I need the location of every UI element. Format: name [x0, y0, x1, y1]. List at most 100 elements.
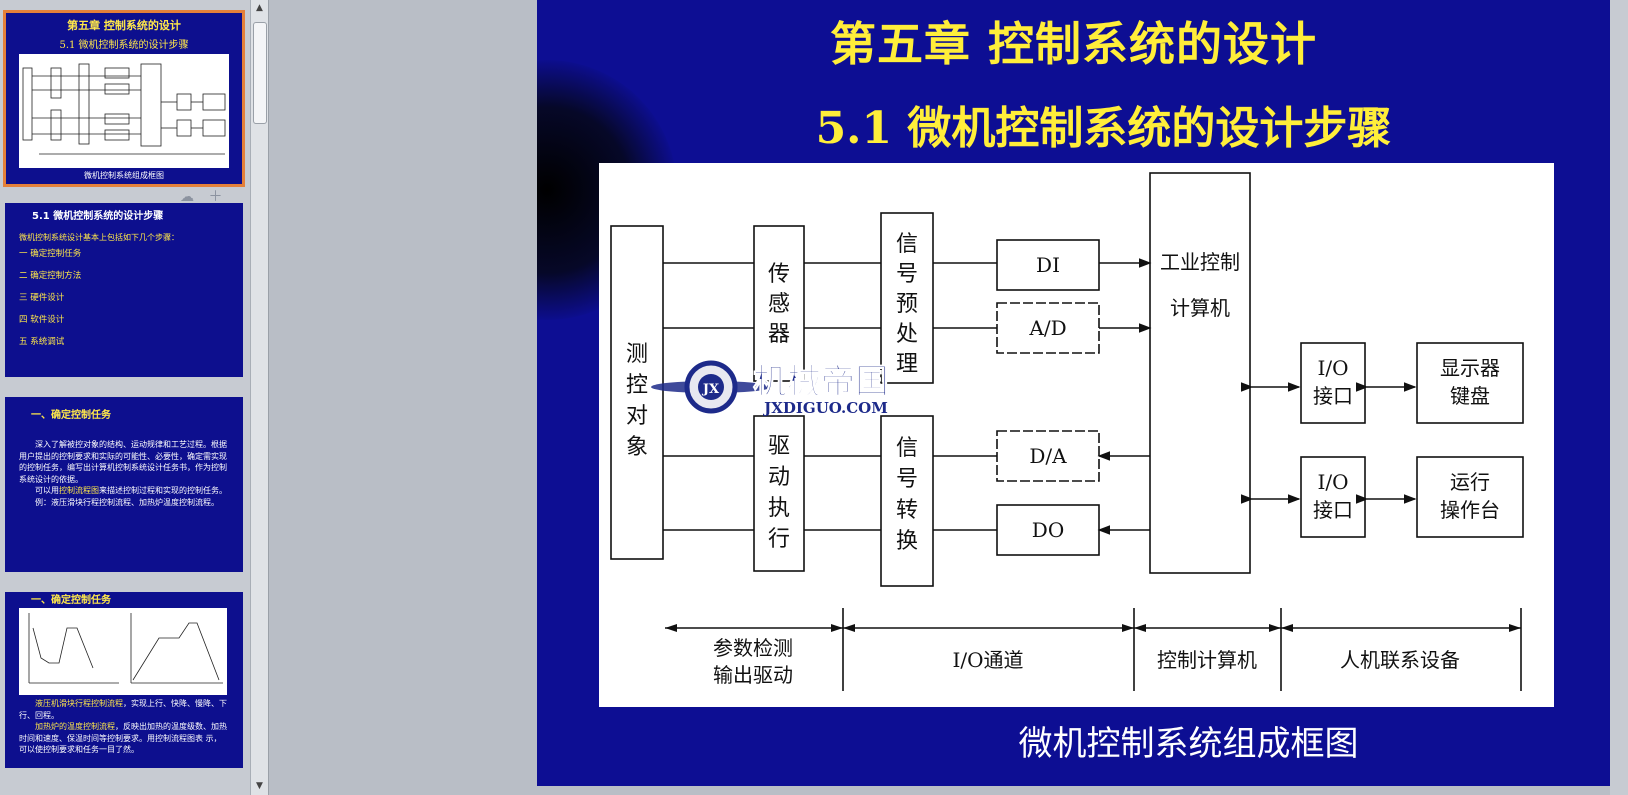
- display-label-line1: 显示器: [1440, 356, 1500, 380]
- thumb-4-para: 液压机滑块行程控制流程，实现上行、快降、慢降、下行、回程。 加热炉的温度控制流程…: [5, 698, 243, 756]
- watermark-url: JXDIGUO.COM: [762, 399, 888, 417]
- computer-box: [1149, 172, 1251, 574]
- thumbnail-scrollbar[interactable]: ▲ ▼: [250, 0, 268, 795]
- thumb-2-item: 二 确定控制方法: [19, 271, 82, 281]
- console-box: [1416, 456, 1524, 538]
- thumb-4-para1-rest: ，实现上行、快降、慢降、下行、回程。: [19, 699, 227, 720]
- thumb-3-title: 一、确定控制任务: [31, 410, 111, 421]
- actuator-char: 行: [768, 527, 790, 552]
- thumb-1-caption: 微机控制系统组成框图: [84, 171, 164, 180]
- thumb-2-intro: 微机控制系统设计基本上包括如下几个步骤：: [19, 233, 179, 242]
- scroll-down-arrow-icon[interactable]: ▼: [256, 781, 263, 791]
- slide-thumbnail-4[interactable]: 一、确定控制任务 液压机滑块行程控制流程，实现上行、快降、慢降、下行、回程。 加…: [5, 592, 243, 768]
- console-label-line2: 操作台: [1440, 498, 1500, 522]
- io1-label-line1: I/O: [1317, 356, 1348, 380]
- thumb-3-para2-highlight: 控制流程图: [59, 486, 99, 495]
- io2-label-line2: 接口: [1313, 498, 1353, 522]
- thumb-3-para3: 例：液压滑块行程控制流程、加热炉温度控制流程。: [35, 497, 219, 507]
- thumb-2-item: 一 确定控制任务: [19, 249, 82, 259]
- thumb-hover-icons: ☁ ＋: [180, 186, 222, 206]
- thumb-4-para2: 加热炉的温度控制流程，反映出加热的温度级数、加热时间和速度、保温时间等控制要求。…: [19, 721, 229, 756]
- computer-label-line1: 工业控制: [1160, 250, 1240, 274]
- thumb-4-title: 一、确定控制任务: [31, 595, 111, 606]
- slide-title[interactable]: 第五章 控制系统的设计: [829, 17, 1317, 71]
- sensor-box: [753, 225, 805, 382]
- object-box: [610, 225, 664, 560]
- di-label: DI: [1036, 253, 1060, 277]
- thumb-1-title: 第五章 控制系统的设计: [67, 19, 181, 32]
- actuator-char: 驱: [768, 434, 790, 459]
- preprocess-char: 信: [896, 232, 918, 257]
- thumb-1-diagram: [19, 54, 229, 168]
- preprocess-char: 理: [896, 352, 918, 377]
- object-char: 象: [626, 435, 648, 460]
- watermark-badge: JX: [702, 382, 720, 397]
- watermark-logo: JX 机械帝国 JXDIGUO.COM: [651, 360, 890, 417]
- actuator-char: 执: [768, 496, 790, 521]
- thumb-4-chart: [19, 608, 227, 695]
- slide-thumbnail-pane: 第五章 控制系统的设计 5.1 微机控制系统的设计步骤: [0, 0, 269, 795]
- thumb-3-para: 深入了解被控对象的结构、运动规律和工艺过程。根据用户提出的控制要求和实际的可能性…: [5, 439, 243, 508]
- thumb-2-list: 一 确定控制任务 二 确定控制方法 三 硬件设计 四 软件设计 五 系统调试: [5, 243, 243, 353]
- slide-thumbnail-2[interactable]: 5.1 微机控制系统的设计步骤 微机控制系统设计基本上包括如下几个步骤： 一 确…: [5, 203, 243, 377]
- scrollbar-thumb[interactable]: [253, 22, 267, 124]
- scroll-up-arrow-icon[interactable]: ▲: [256, 3, 263, 13]
- thumb-3-para2-suffix: 来描述控制过程和实现的控制任务。: [99, 486, 227, 495]
- sensor-char: 器: [768, 322, 790, 347]
- preprocess-char: 处: [896, 322, 918, 347]
- system-block-diagram[interactable]: 测 控 对 象 传 感 器 驱 动 执 行 信 号 预 处 理 信 号 转 换: [599, 163, 1554, 707]
- display-box: [1416, 342, 1524, 424]
- object-char: 控: [626, 373, 648, 398]
- block-diagram-svg: 测 控 对 象 传 感 器 驱 动 执 行 信 号 预 处 理 信 号 转 换: [610, 172, 1524, 691]
- slide-thumbnail-3[interactable]: 一、确定控制任务 深入了解被控对象的结构、运动规律和工艺过程。根据用户提出的控制…: [5, 397, 243, 572]
- thumb-4-chart-svg: [28, 613, 223, 684]
- io2-label-line1: I/O: [1317, 470, 1348, 494]
- thumb-3-para1: 深入了解被控对象的结构、运动规律和工艺过程。根据用户提出的控制要求和实际的可能性…: [19, 440, 227, 484]
- thumb-1-diagram-svg: [22, 63, 226, 155]
- io1-label-line2: 接口: [1313, 384, 1353, 408]
- io1-box: [1300, 342, 1366, 424]
- thumb-2-item: 四 软件设计: [19, 315, 65, 325]
- sensor-char: 传: [768, 262, 790, 287]
- diagram-caption[interactable]: 微机控制系统组成框图: [1018, 724, 1359, 764]
- convert-char: 转: [896, 498, 918, 523]
- thumb-4-para1: 液压机滑块行程控制流程，实现上行、快降、慢降、下行、回程。: [19, 698, 229, 721]
- thumb-1-subtitle: 5.1 微机控制系统的设计步骤: [59, 40, 189, 51]
- thumb-2-item: 五 系统调试: [19, 337, 65, 347]
- sensor-char: 感: [768, 292, 790, 317]
- preprocess-box: [880, 212, 934, 384]
- thumb-2-item: 三 硬件设计: [19, 293, 65, 303]
- thumb-3-para2-prefix: 可以用: [35, 486, 59, 495]
- thumb-4-para2-highlight: 加热炉的温度控制流程: [35, 722, 115, 731]
- actuator-box: [753, 415, 805, 572]
- thumb-2-title: 5.1 微机控制系统的设计步骤: [32, 211, 164, 222]
- computer-label-line2: 计算机: [1170, 296, 1230, 320]
- thumb-4-para2-rest: ，反映出加热的温度级数、加热时间和速度、保温时间等控制要求。用控制流程图表 示，…: [19, 722, 227, 754]
- thumb-add-icon[interactable]: ＋: [208, 189, 223, 205]
- convert-char: 换: [896, 529, 918, 554]
- slide-canvas[interactable]: 第五章 控制系统的设计 5.1 微机控制系统的设计步骤: [537, 0, 1610, 786]
- band-params-line2: 输出驱动: [713, 663, 793, 687]
- object-char: 对: [626, 404, 648, 429]
- band-io-channel: I/O通道: [952, 648, 1023, 672]
- convert-char: 号: [896, 467, 918, 492]
- editor-right-gutter: [1610, 0, 1628, 795]
- band-control-computer: 控制计算机: [1157, 648, 1257, 672]
- slide-subtitle[interactable]: 5.1 微机控制系统的设计步骤: [815, 103, 1392, 154]
- slide-thumbnail-1[interactable]: 第五章 控制系统的设计 5.1 微机控制系统的设计步骤: [3, 10, 245, 187]
- console-label-line1: 运行: [1450, 470, 1490, 494]
- di-box: [996, 239, 1100, 291]
- actuator-char: 动: [768, 465, 790, 490]
- thumb-3-para2: 可以用控制流程图来描述控制过程和实现的控制任务。: [19, 485, 229, 497]
- convert-char: 信: [896, 436, 918, 461]
- preprocess-char: 预: [896, 292, 918, 317]
- convert-box: [880, 415, 934, 587]
- watermark-name: 机械帝国: [753, 362, 889, 402]
- band-hmi-devices: 人机联系设备: [1340, 648, 1460, 672]
- do-label: DO: [1032, 518, 1064, 542]
- io2-box: [1300, 456, 1366, 538]
- preprocess-char: 号: [896, 262, 918, 287]
- ad-label: A/D: [1028, 316, 1066, 340]
- object-char: 测: [626, 342, 648, 367]
- thumb-animation-icon[interactable]: ☁: [180, 189, 194, 205]
